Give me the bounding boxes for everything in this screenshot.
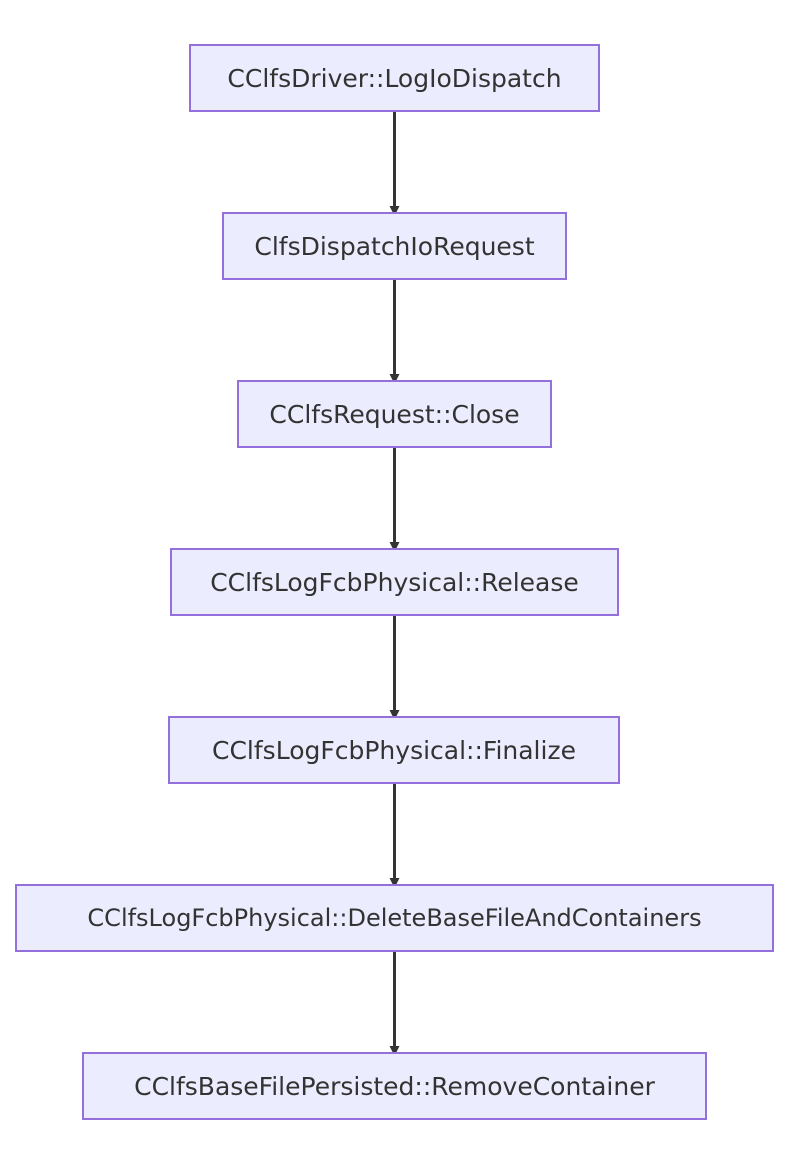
node-label: CClfsLogFcbPhysical::Release xyxy=(210,567,579,597)
node-label: CClfsDriver::LogIoDispatch xyxy=(227,63,562,93)
node-label: CClfsLogFcbPhysical::Finalize xyxy=(212,735,576,765)
node-request-close[interactable]: CClfsRequest::Close xyxy=(237,380,552,448)
node-finalize[interactable]: CClfsLogFcbPhysical::Finalize xyxy=(168,716,620,784)
node-label: CClfsBaseFilePersisted::RemoveContainer xyxy=(134,1071,655,1101)
node-label: ClfsDispatchIoRequest xyxy=(254,231,535,261)
node-logiodispatch[interactable]: CClfsDriver::LogIoDispatch xyxy=(189,44,600,112)
node-release[interactable]: CClfsLogFcbPhysical::Release xyxy=(170,548,619,616)
node-dispatchiorequest[interactable]: ClfsDispatchIoRequest xyxy=(222,212,567,280)
node-deletebasefileandcontainers[interactable]: CClfsLogFcbPhysical::DeleteBaseFileAndCo… xyxy=(15,884,774,952)
node-label: CClfsLogFcbPhysical::DeleteBaseFileAndCo… xyxy=(87,904,702,932)
node-removecontainer[interactable]: CClfsBaseFilePersisted::RemoveContainer xyxy=(82,1052,707,1120)
node-label: CClfsRequest::Close xyxy=(269,399,520,429)
